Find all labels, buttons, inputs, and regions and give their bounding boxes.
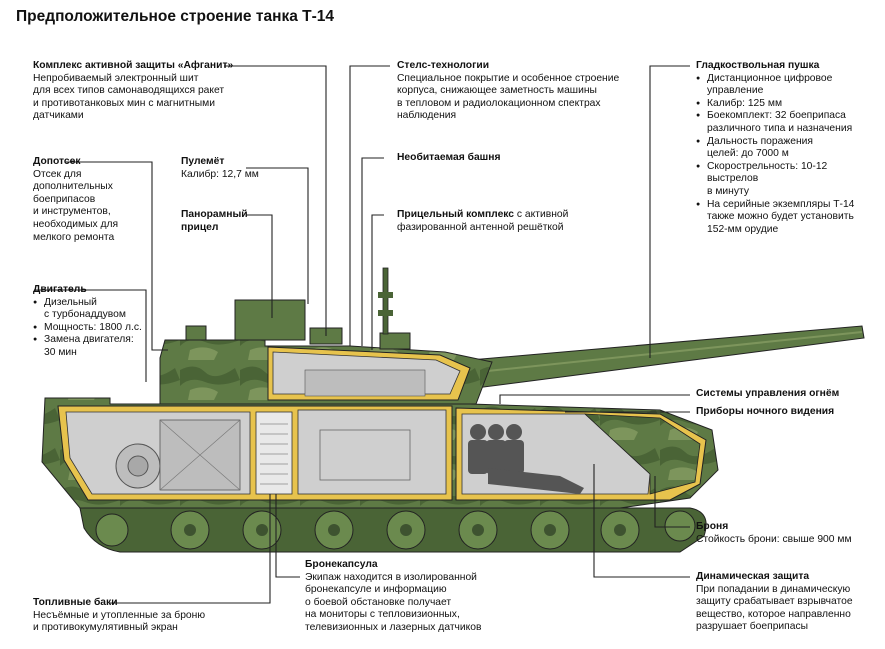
- pulemet-heading: Пулемёт: [181, 156, 225, 167]
- stels-heading: Стелс-технологии: [397, 60, 490, 71]
- dvigatel-item: Замена двигателя: 30 мин: [33, 334, 153, 359]
- label-pricel-kompleks: Прицельный комплекс с активной фазирован…: [397, 209, 637, 234]
- gun-barrel: [469, 325, 865, 389]
- bronekapsula-heading: Бронекапсула: [305, 559, 378, 570]
- afganit-heading: Комплекс активной защиты «Афганит»: [33, 60, 234, 71]
- pulemet-text: Калибр: 12,7 мм: [181, 168, 259, 180]
- bronekapsula-text: Экипаж находится в изолированной бронека…: [305, 571, 482, 633]
- dvigatel-heading: Двигатель: [33, 284, 87, 295]
- dinamicheskaya-heading: Динамическая защита: [696, 571, 810, 582]
- nochnoe-heading: Приборы ночного видения: [696, 406, 835, 417]
- toplivo-text: Несъёмные и утопленные за броню и против…: [33, 609, 206, 634]
- label-bashnya: Необитаемая башня: [397, 152, 597, 165]
- pricel-kompleks-inline: с активной: [514, 209, 569, 220]
- dopotsek-text: Отсек для дополнительных боеприпасов и и…: [33, 168, 119, 243]
- label-suo: Системы управления огнём: [696, 388, 881, 401]
- label-toplivo: Топливные баки Несъёмные и утопленные за…: [33, 597, 253, 635]
- pushka-heading: Гладкоствольная пушка: [696, 60, 820, 71]
- pushka-item: Дальность поражения целей: до 7000 м: [696, 136, 881, 161]
- pushka-item: Скорострельность: 10-12 выстрелов в мину…: [696, 161, 881, 199]
- suo-heading: Системы управления огнём: [696, 388, 840, 399]
- dopotsek-heading: Допотсек: [33, 156, 81, 167]
- label-dvigatel: Двигатель Дизельный с турбонаддувом Мощн…: [33, 284, 153, 360]
- page-title: Предположительное строение танка Т-14: [16, 8, 334, 25]
- hull: [41, 397, 719, 509]
- label-pushka: Гладкоствольная пушка Дистанционное цифр…: [696, 60, 881, 236]
- stels-text: Специальное покрытие и особенное строени…: [397, 72, 620, 122]
- label-dinamicheskaya: Динамическая защита При попадании в дина…: [696, 571, 881, 634]
- label-stels: Стелс-технологии Специальное покрытие и …: [397, 60, 637, 123]
- label-bronekapsula: Бронекапсула Экипаж находится в изолиров…: [305, 559, 515, 635]
- label-pricel: Панорамный прицел: [181, 209, 271, 234]
- track: [79, 507, 707, 553]
- label-afganit: Комплекс активной защиты «Афганит» Непро…: [33, 60, 243, 123]
- pushka-item: Калибр: 125 мм: [696, 98, 881, 111]
- label-dopotsek: Допотсек Отсек для дополнительных боепри…: [33, 156, 143, 244]
- label-pulemet: Пулемёт Калибр: 12,7 мм: [181, 156, 291, 181]
- pushka-item: Боекомплект: 32 боеприпаса различного ти…: [696, 110, 881, 135]
- leader-lines: [34, 65, 690, 604]
- pricel-heading: Панорамный прицел: [181, 209, 248, 233]
- afganit-text: Непробиваемый электронный шит для всех т…: [33, 72, 225, 122]
- dvigatel-item: Дизельный с турбонаддувом: [33, 297, 153, 322]
- pushka-item: На серийные экземпляры Т-14 также можно …: [696, 199, 881, 237]
- pushka-item: Дистанционное цифровое управление: [696, 73, 881, 98]
- dvigatel-item: Мощность: 1800 л.с.: [33, 322, 153, 335]
- label-bronya: Броня Стойкость брони: свыше 900 мм: [696, 521, 881, 546]
- turret: [159, 267, 493, 405]
- bashnya-heading: Необитаемая башня: [397, 152, 501, 163]
- toplivo-heading: Топливные баки: [33, 597, 118, 608]
- pricel-kompleks-heading: Прицельный комплекс: [397, 209, 515, 220]
- pricel-kompleks-text: фазированной антенной решёткой: [397, 221, 564, 233]
- bronya-text: Стойкость брони: свыше 900 мм: [696, 533, 852, 545]
- dinamicheskaya-text: При попадании в динамическую защиту сраб…: [696, 583, 853, 633]
- bronya-heading: Броня: [696, 521, 729, 532]
- label-nochnoe: Приборы ночного видения: [696, 406, 881, 419]
